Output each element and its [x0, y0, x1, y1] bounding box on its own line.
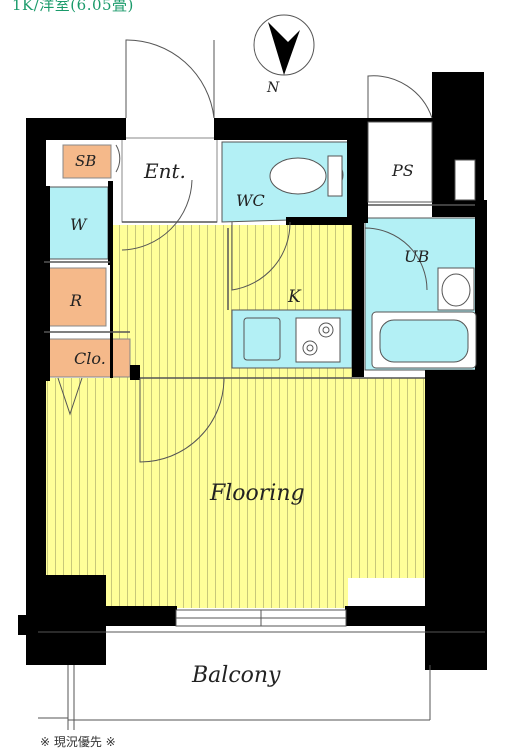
room-label-sb: SB	[75, 152, 96, 170]
w-room	[47, 186, 109, 260]
room-label-k: K	[287, 287, 302, 307]
bathtub	[371, 311, 477, 369]
sb-room	[62, 144, 112, 179]
balcony-area	[38, 631, 485, 730]
room-label-clo: Clo.	[74, 349, 106, 368]
room-label-ps: PS	[391, 161, 414, 180]
flooring-area	[44, 378, 425, 610]
toilet	[269, 155, 343, 197]
entrance-floor	[121, 137, 218, 223]
room-label-ub: UB	[404, 247, 429, 266]
door-swings	[57, 39, 433, 463]
compass-icon	[253, 14, 315, 76]
washbasin	[437, 267, 475, 311]
stove	[295, 317, 341, 363]
balcony-window	[175, 609, 347, 627]
footer-note: ※ 現況優先 ※	[40, 735, 116, 749]
partitions	[44, 204, 475, 379]
walls	[18, 72, 487, 670]
layout-label: 1K/洋室(6.05畳)	[12, 0, 134, 14]
room-label-entrance: Ent.	[143, 159, 186, 183]
room-label-wc: WC	[236, 191, 265, 210]
compass-north-label: N	[266, 80, 280, 96]
ps-shaft	[367, 121, 476, 203]
kitchen-sink	[243, 317, 281, 361]
room-label-flooring: Flooring	[209, 481, 305, 506]
room-label-r: R	[69, 291, 82, 310]
room-label-w: W	[70, 215, 88, 234]
r-room	[47, 267, 107, 327]
room-label-balcony: Balcony	[191, 663, 281, 688]
clo-room	[47, 338, 131, 378]
